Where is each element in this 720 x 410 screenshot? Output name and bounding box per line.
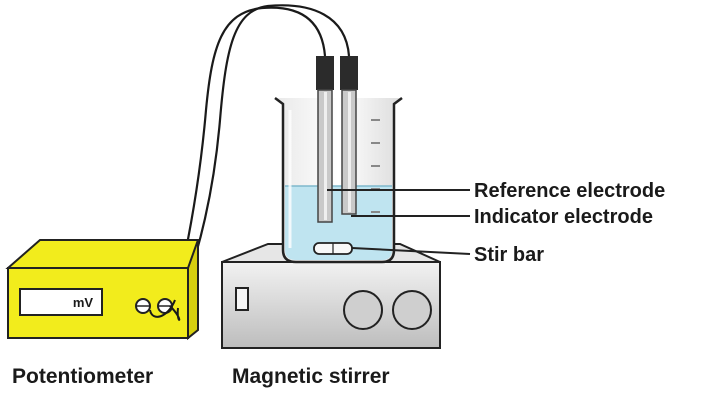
potentiometer-display — [19, 288, 103, 316]
potentiometer-top — [5, 239, 199, 269]
label-magnetic-stirrer: Magnetic stirrer — [232, 365, 390, 388]
potentiometer: mV — [5, 239, 199, 341]
label-stir-bar: Stir bar — [474, 244, 544, 266]
leader-lines — [327, 189, 471, 255]
connecting-wires — [173, 4, 351, 309]
magnetic-stirrer — [221, 243, 441, 349]
reference-electrode — [316, 56, 334, 223]
label-potentiometer: Potentiometer — [12, 365, 153, 388]
stirrer-switch — [235, 287, 249, 311]
label-reference-electrode: Reference electrode — [474, 180, 665, 202]
beaker — [274, 97, 403, 264]
reference-electrode-cap — [316, 56, 334, 90]
stirrer-heat-knob — [392, 290, 432, 330]
stirrer-speed-knob — [343, 290, 383, 330]
wire-reference — [173, 6, 327, 301]
indicator-electrode — [340, 56, 358, 215]
display-unit: mV — [73, 295, 94, 310]
wire-indicator — [176, 4, 351, 309]
stir-bar — [313, 242, 353, 255]
indicator-electrode-cap — [340, 56, 358, 90]
solution — [285, 186, 392, 260]
label-indicator-electrode: Indicator electrode — [474, 206, 653, 228]
wire-jack-loop — [149, 299, 181, 321]
